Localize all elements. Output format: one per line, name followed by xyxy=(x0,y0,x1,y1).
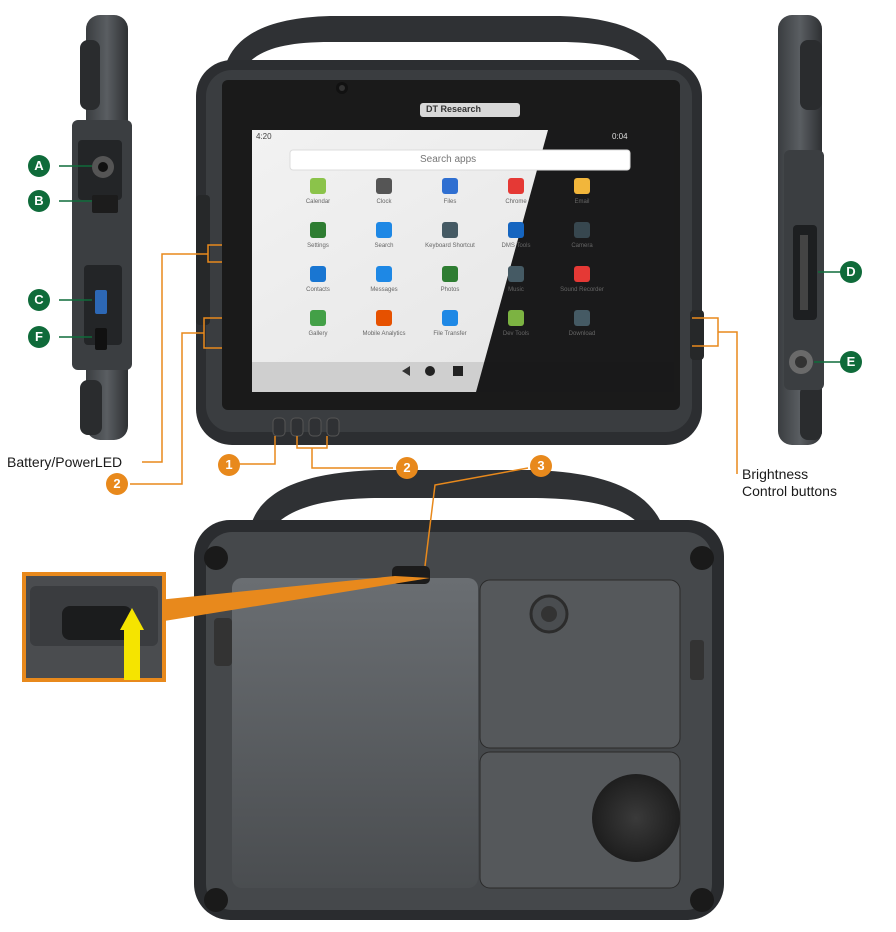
right-side-view xyxy=(778,15,824,445)
callout-2-left: 2 xyxy=(106,473,128,495)
app-label: Calendar xyxy=(306,199,330,205)
app-label: Chrome xyxy=(505,199,527,205)
callout-a: A xyxy=(28,155,50,177)
callout-d: D xyxy=(840,261,862,283)
left-side-view xyxy=(72,15,132,440)
battery-power-led-label: Battery/PowerLED xyxy=(7,454,123,470)
callout-1: 1 xyxy=(218,454,240,476)
app-label: Email xyxy=(574,199,589,205)
search-apps-field[interactable]: Search apps xyxy=(420,154,477,165)
music-icon[interactable] xyxy=(508,266,524,282)
callout-e: E xyxy=(840,351,862,373)
email-icon[interactable] xyxy=(574,178,590,194)
app-label: Contacts xyxy=(306,287,330,293)
app-label: Photos xyxy=(441,287,460,293)
app-label: Clock xyxy=(376,199,392,205)
transfer-icon[interactable] xyxy=(442,310,458,326)
callout-f: F xyxy=(28,326,50,348)
app-label: Music xyxy=(508,287,524,293)
app-label: Settings xyxy=(307,243,329,249)
callout-2-front: 2 xyxy=(396,457,418,479)
callout-3: 3 xyxy=(530,455,552,477)
files-icon[interactable] xyxy=(442,178,458,194)
brightness-label-line1: Brightness xyxy=(742,466,809,482)
app-label: File Transfer xyxy=(433,331,466,337)
status-right: 0:04 xyxy=(612,132,628,141)
latch-zoom-inset xyxy=(22,572,430,682)
gallery-icon[interactable] xyxy=(310,310,326,326)
keyboard-icon[interactable] xyxy=(442,222,458,238)
app-label: Search xyxy=(374,243,393,249)
callout-c: C xyxy=(28,289,50,311)
leader-lines xyxy=(59,165,846,567)
tools-icon[interactable] xyxy=(508,222,524,238)
app-label: Dev Tools xyxy=(503,331,529,337)
clock-icon[interactable] xyxy=(376,178,392,194)
brightness-label-line2: Control buttons xyxy=(742,483,837,499)
brand-label: DT Research xyxy=(426,104,482,114)
contacts-icon[interactable] xyxy=(310,266,326,282)
settings-icon[interactable] xyxy=(310,222,326,238)
chrome-icon[interactable] xyxy=(508,178,524,194)
status-time: 4:20 xyxy=(256,132,272,141)
app-label: Messages xyxy=(370,287,397,293)
search-icon[interactable] xyxy=(376,222,392,238)
app-label: Mobile Analytics xyxy=(362,331,405,337)
recorder-icon[interactable] xyxy=(574,266,590,282)
app-label: Camera xyxy=(571,243,593,249)
back-view xyxy=(194,470,724,920)
callout-b: B xyxy=(28,190,50,212)
app-label: DMS Tools xyxy=(502,243,531,249)
app-label: Gallery xyxy=(308,331,327,337)
camera-icon[interactable] xyxy=(574,222,590,238)
app-label: Files xyxy=(444,199,457,205)
download-icon[interactable] xyxy=(574,310,590,326)
analytics-icon[interactable] xyxy=(376,310,392,326)
messages-icon[interactable] xyxy=(376,266,392,282)
app-label: Download xyxy=(569,331,596,337)
android-icon[interactable] xyxy=(508,310,524,326)
app-label: Sound Recorder xyxy=(560,287,604,293)
photos-icon[interactable] xyxy=(442,266,458,282)
calendar-icon[interactable] xyxy=(310,178,326,194)
app-label: Keyboard Shortcut xyxy=(425,243,475,249)
